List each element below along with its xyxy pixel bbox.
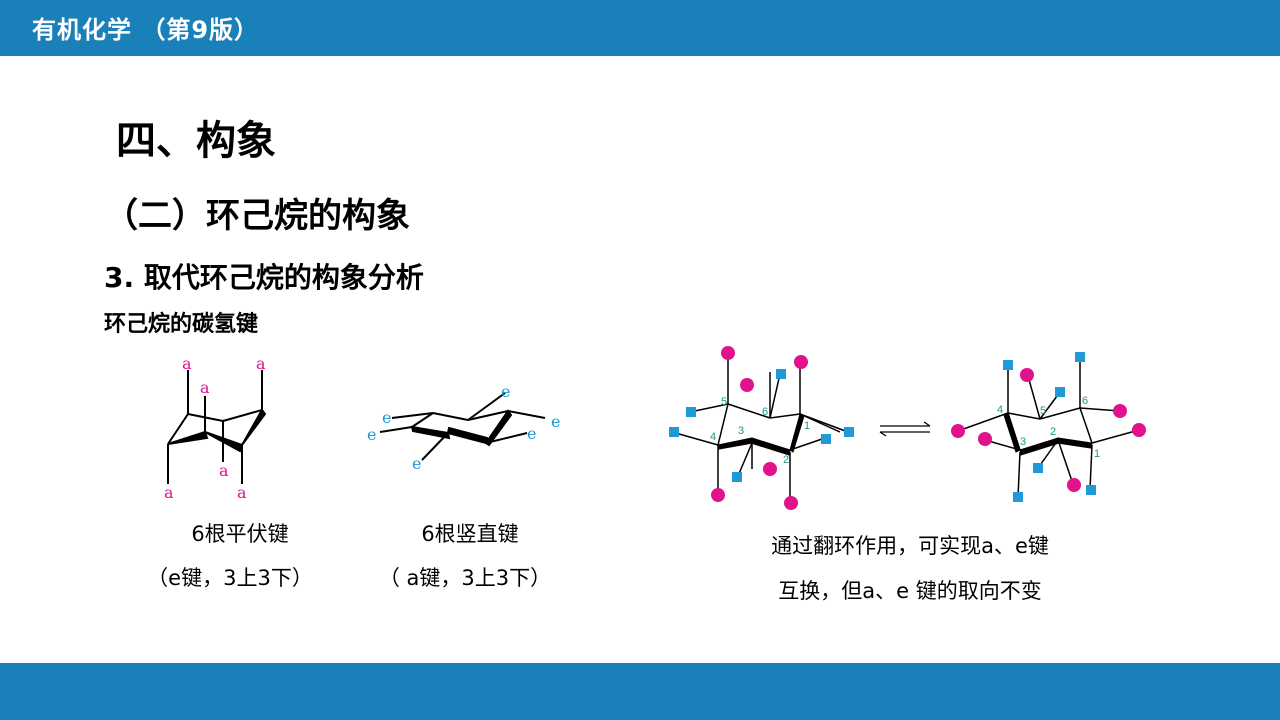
footer-bar (0, 663, 1280, 720)
axial-label: a (164, 483, 174, 502)
substituent-square (1086, 485, 1096, 495)
carbon-number: 1 (804, 420, 810, 432)
carbon-number: 3 (738, 425, 744, 437)
equatorial-bonds-diagram (379, 392, 546, 461)
left-chair-diagram (671, 355, 849, 503)
section-heading: 四、构象 (116, 118, 276, 164)
course-title: 有机化学 （第9版） (32, 16, 260, 44)
equatorial-label: e (551, 412, 560, 431)
substituent-dot (1113, 404, 1127, 418)
axial-substituent-dot (784, 496, 798, 510)
substituent-square (1075, 352, 1085, 362)
equatorial-caption-line1: 6根竖直键 (421, 522, 519, 546)
equatorial-substituent-square (669, 427, 679, 437)
axial-substituent-dot (721, 346, 735, 360)
axial-bonds-diagram (167, 370, 267, 484)
topic-heading: 3. 取代环己烷的构象分析 (104, 261, 424, 294)
carbon-number: 6 (762, 406, 768, 418)
ring-flip-caption-line2: 互换，但a、e 键的取向不变 (778, 579, 1042, 603)
substituent-dot (978, 432, 992, 446)
carbon-number: 1 (1094, 448, 1100, 460)
equatorial-label: e (527, 424, 536, 443)
axial-substituent-dot (794, 355, 808, 369)
substituent-square (1003, 360, 1013, 370)
carbon-number: 5 (1040, 405, 1046, 417)
carbon-number: 4 (710, 431, 716, 443)
carbon-number: 2 (783, 454, 789, 466)
subtopic-heading: 环己烷的碳氢键 (104, 312, 259, 337)
equatorial-caption-line2: （ a键，3上3下） (378, 566, 552, 590)
substituent-dot (951, 424, 965, 438)
carbon-number: 6 (1082, 395, 1088, 407)
substituent-square (1055, 387, 1065, 397)
equatorial-label: e (382, 408, 391, 427)
axial-substituent-dot (763, 462, 777, 476)
equatorial-substituent-square (732, 472, 742, 482)
axial-label: a (200, 378, 210, 397)
substituent-dot (1020, 368, 1034, 382)
carbon-number: 2 (1050, 426, 1056, 438)
equatorial-substituent-square (821, 434, 831, 444)
substituent-square (1013, 492, 1023, 502)
equatorial-substituent-square (686, 407, 696, 417)
axial-substituent-dot (711, 488, 725, 502)
axial-label: a (182, 354, 192, 373)
equilibrium-arrows-icon (879, 421, 931, 437)
axial-label: a (237, 483, 247, 502)
ring-flip-caption-line1: 通过翻环作用，可实现a、e键 (771, 534, 1049, 558)
axial-caption-line2: （e键，3上3下） (147, 566, 313, 590)
header-bar: 有机化学 （第9版） (0, 0, 1280, 56)
axial-label: a (256, 354, 266, 373)
right-chair-markers (951, 352, 1146, 502)
equatorial-substituent-square (844, 427, 854, 437)
equatorial-substituent-square (776, 369, 786, 379)
equatorial-label: e (501, 382, 510, 401)
left-chair-markers (669, 346, 854, 510)
equatorial-label: e (412, 454, 421, 473)
axial-caption-line1: 6根平伏键 (191, 522, 289, 546)
subsection-heading: （二）环己烷的构象 (104, 196, 410, 236)
substituent-dot (1132, 423, 1146, 437)
axial-substituent-dot (740, 378, 754, 392)
carbon-number: 5 (721, 396, 727, 408)
axial-label: a (219, 461, 229, 480)
carbon-number: 4 (997, 404, 1003, 416)
right-chair-diagram (957, 358, 1140, 498)
carbon-number: 3 (1020, 436, 1026, 448)
substituent-dot (1067, 478, 1081, 492)
substituent-square (1033, 463, 1043, 473)
equatorial-label: e (367, 425, 376, 444)
